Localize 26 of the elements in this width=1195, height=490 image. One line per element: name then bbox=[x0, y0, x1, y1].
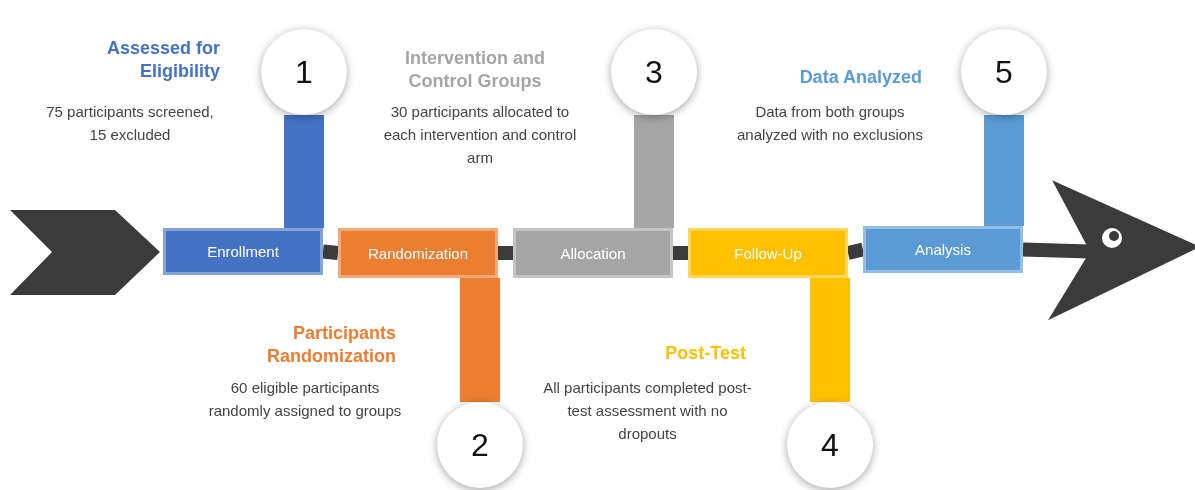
stage-box: Enrollment bbox=[163, 228, 323, 275]
step-heading: Intervention and Control Groups bbox=[404, 47, 546, 93]
arrow bbox=[1022, 180, 1195, 321]
connector-bar bbox=[284, 115, 324, 228]
step-description: 75 participants screened, 15 excluded bbox=[45, 102, 215, 145]
step-heading: Assessed for Eligibility bbox=[105, 37, 220, 83]
step-number-circle: 1 bbox=[261, 29, 347, 115]
step-description: 30 participants allocated to each intervention and control arm bbox=[382, 102, 578, 168]
step-heading: Data Analyzed bbox=[798, 66, 922, 89]
step-description: Data from both groups analyzed with no exclusions bbox=[736, 102, 924, 145]
stage-box: Randomization bbox=[338, 228, 498, 278]
step-number-circle: 5 bbox=[961, 29, 1047, 115]
step-description: All participants completed post-test assessment with no dropouts bbox=[542, 378, 753, 444]
step-number-circle: 3 bbox=[611, 29, 697, 115]
step-heading: Post-Test bbox=[664, 342, 746, 365]
connector-bar bbox=[810, 278, 850, 402]
connector-bar bbox=[984, 115, 1024, 226]
stage-box: Follow-Up bbox=[688, 228, 848, 278]
stage-box: Analysis bbox=[863, 226, 1023, 273]
step-heading: Participants Randomization bbox=[266, 322, 396, 368]
step-number-circle: 2 bbox=[437, 402, 523, 488]
step-number-circle: 4 bbox=[787, 402, 873, 488]
step-description: 60 eligible participants randomly assigned to groups bbox=[207, 378, 403, 421]
connector-bar bbox=[634, 115, 674, 228]
connector-bar bbox=[460, 278, 500, 402]
stage-box: Allocation bbox=[513, 228, 673, 278]
